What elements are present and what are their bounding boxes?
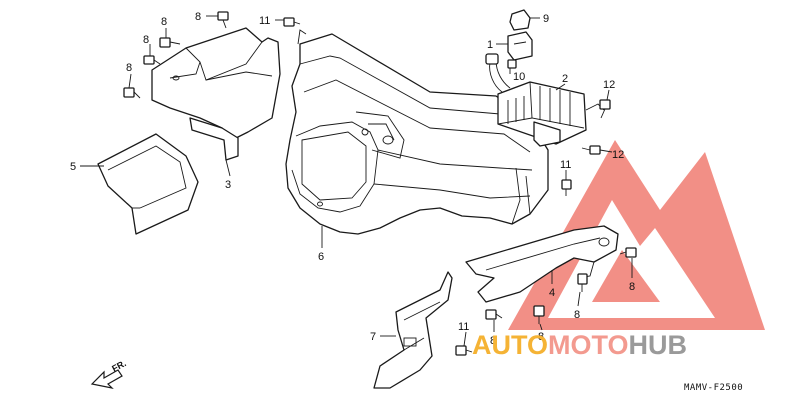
part-7-bracket: [373, 271, 453, 389]
callout-5: 5: [70, 161, 76, 173]
leader-lines: [80, 15, 633, 347]
bolt-8-f: [577, 273, 588, 292]
callout-8: 8: [490, 335, 496, 347]
bolt-12-b: [581, 145, 601, 155]
bolt-8-e: [619, 247, 637, 258]
part-1-connector: [507, 9, 533, 61]
callout-7: 7: [370, 331, 376, 343]
watermark-triangle-inner: [548, 200, 715, 318]
front-label: FR.: [110, 358, 127, 374]
part-4-bracket: [465, 225, 619, 303]
front-arrow-icon: [90, 369, 123, 389]
callout-3: 3: [225, 179, 231, 191]
bolt-8-d: [123, 87, 141, 99]
bolt-8-a: [217, 11, 229, 29]
callout-11: 11: [560, 159, 571, 171]
callout-8: 8: [538, 331, 544, 343]
callout-11: 11: [259, 15, 270, 27]
part-2-regulator: [485, 53, 605, 147]
part-5-lower-cover: [97, 133, 199, 235]
callout-4: 4: [549, 287, 555, 299]
callout-8: 8: [161, 16, 167, 28]
hardware-bolts: [123, 11, 637, 356]
part-3-upper-cover: [151, 27, 281, 161]
bolt-8-b: [159, 37, 181, 48]
bolt-12-a: [599, 99, 611, 119]
watermark-text-dark: HUB: [629, 330, 688, 360]
callout-8: 8: [629, 281, 635, 293]
bolt-8-h: [485, 309, 503, 320]
bolt-8-g: [533, 305, 545, 324]
callout-1: 1: [487, 39, 493, 51]
callout-8: 8: [126, 62, 132, 74]
callout-8: 8: [574, 309, 580, 321]
callout-12: 12: [612, 149, 624, 161]
watermark-text: AUTOMOTOHUB: [472, 330, 687, 360]
watermark-triangle-core: [592, 250, 660, 302]
bolt-10: [507, 59, 517, 69]
callout-labels: 8 8 8 8 11 9 1 10 2 12 12 11 5 3 6 4 8 8…: [70, 11, 635, 347]
watermark-logo: [508, 140, 765, 330]
bolt-11-c: [455, 345, 473, 356]
callout-10: 10: [513, 71, 525, 83]
bolt-11-b: [561, 179, 572, 196]
callout-6: 6: [318, 251, 324, 263]
part-6-main-frame: [285, 29, 549, 235]
bolt-11-a: [283, 17, 301, 27]
callout-12: 12: [603, 79, 615, 91]
callout-9: 9: [543, 13, 549, 25]
watermark-text-accent: AUTO: [472, 330, 548, 360]
bolt-8-c: [143, 55, 161, 65]
diagram-code: MAMV-F2500: [684, 383, 743, 393]
front-direction-indicator: FR.: [90, 358, 128, 389]
callout-8: 8: [143, 34, 149, 46]
watermark-text-mid: MOTO: [548, 330, 629, 360]
callout-11: 11: [458, 321, 469, 333]
callout-2: 2: [562, 73, 568, 85]
callout-8: 8: [195, 11, 201, 23]
